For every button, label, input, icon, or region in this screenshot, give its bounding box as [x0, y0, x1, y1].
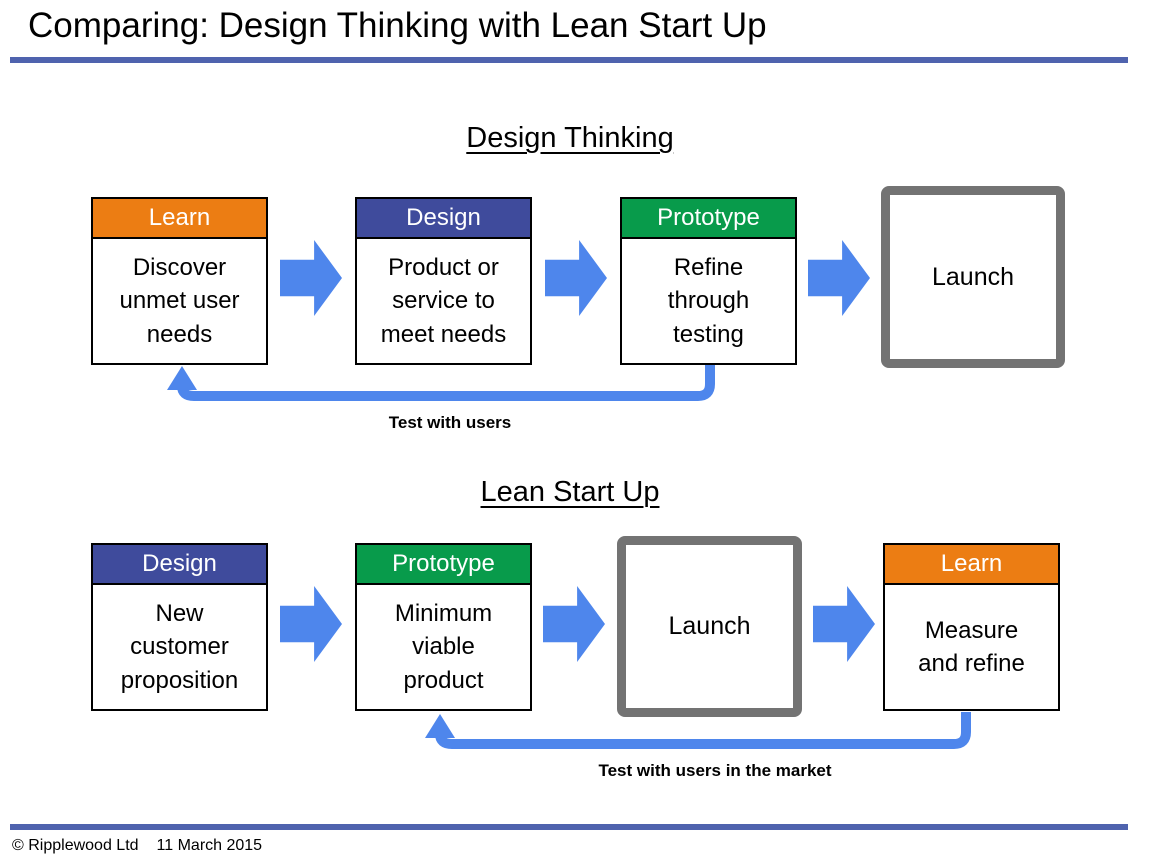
section-heading-lean-start-up: Lean Start Up: [480, 476, 660, 508]
flow-arrow-right-icon: [813, 586, 875, 662]
stage-body-prototype: Refine through testing: [667, 254, 750, 348]
flow-arrow-right-icon: [545, 240, 607, 316]
section-heading-design-thinking: Design Thinking: [466, 122, 674, 154]
stage-body-learn: Measure and refine: [918, 616, 1025, 677]
stage-box-prototype: Prototype Minimum viable product: [355, 543, 532, 711]
feedback-arrow-icon: [425, 712, 971, 749]
flow-arrow-right-icon: [280, 586, 342, 662]
flow-arrow-right-icon: [808, 240, 870, 316]
page-title: Comparing: Design Thinking with Lean Sta…: [28, 6, 767, 45]
stage-box-prototype: Prototype Refine through testing: [620, 197, 797, 365]
stage-body-prototype: Minimum viable product: [394, 600, 493, 694]
launch-label: Launch: [931, 262, 1015, 291]
footer-date: 11 March 2015: [156, 837, 263, 854]
stage-header-learn: Learn: [885, 545, 1058, 585]
flow-arrow-right-icon: [543, 586, 605, 662]
stage-header-design: Design: [93, 545, 266, 585]
feedback-label: Test with users in the market: [598, 761, 832, 780]
stage-box-learn: Learn Discover unmet user needs: [91, 197, 268, 365]
flow-arrow-right-icon: [280, 240, 342, 316]
launch-label: Launch: [668, 612, 751, 640]
stage-header-design: Design: [357, 199, 530, 239]
stage-box-design: Design Product or service to meet needs: [355, 197, 532, 365]
stage-body-design: Product or service to meet needs: [380, 254, 507, 348]
footer-copyright: © Ripplewood Ltd: [12, 837, 139, 854]
feedback-label: Test with users: [388, 413, 512, 432]
stage-body-design: New customer proposition: [120, 600, 239, 694]
stage-box-learn: Learn Measure and refine: [883, 543, 1060, 711]
footer-rule: [10, 824, 1128, 830]
footer: © Ripplewood Ltd 11 March 2015: [12, 837, 262, 855]
stage-header-prototype: Prototype: [357, 545, 530, 585]
stage-body-learn: Discover unmet user needs: [119, 254, 240, 348]
stage-header-prototype: Prototype: [622, 199, 795, 239]
stage-box-design: Design New customer proposition: [91, 543, 268, 711]
feedback-arrow-icon: [167, 365, 715, 401]
title-rule: [10, 57, 1128, 63]
stage-header-learn: Learn: [93, 199, 266, 239]
launch-box: Launch: [881, 186, 1065, 368]
launch-box: Launch: [617, 536, 802, 717]
